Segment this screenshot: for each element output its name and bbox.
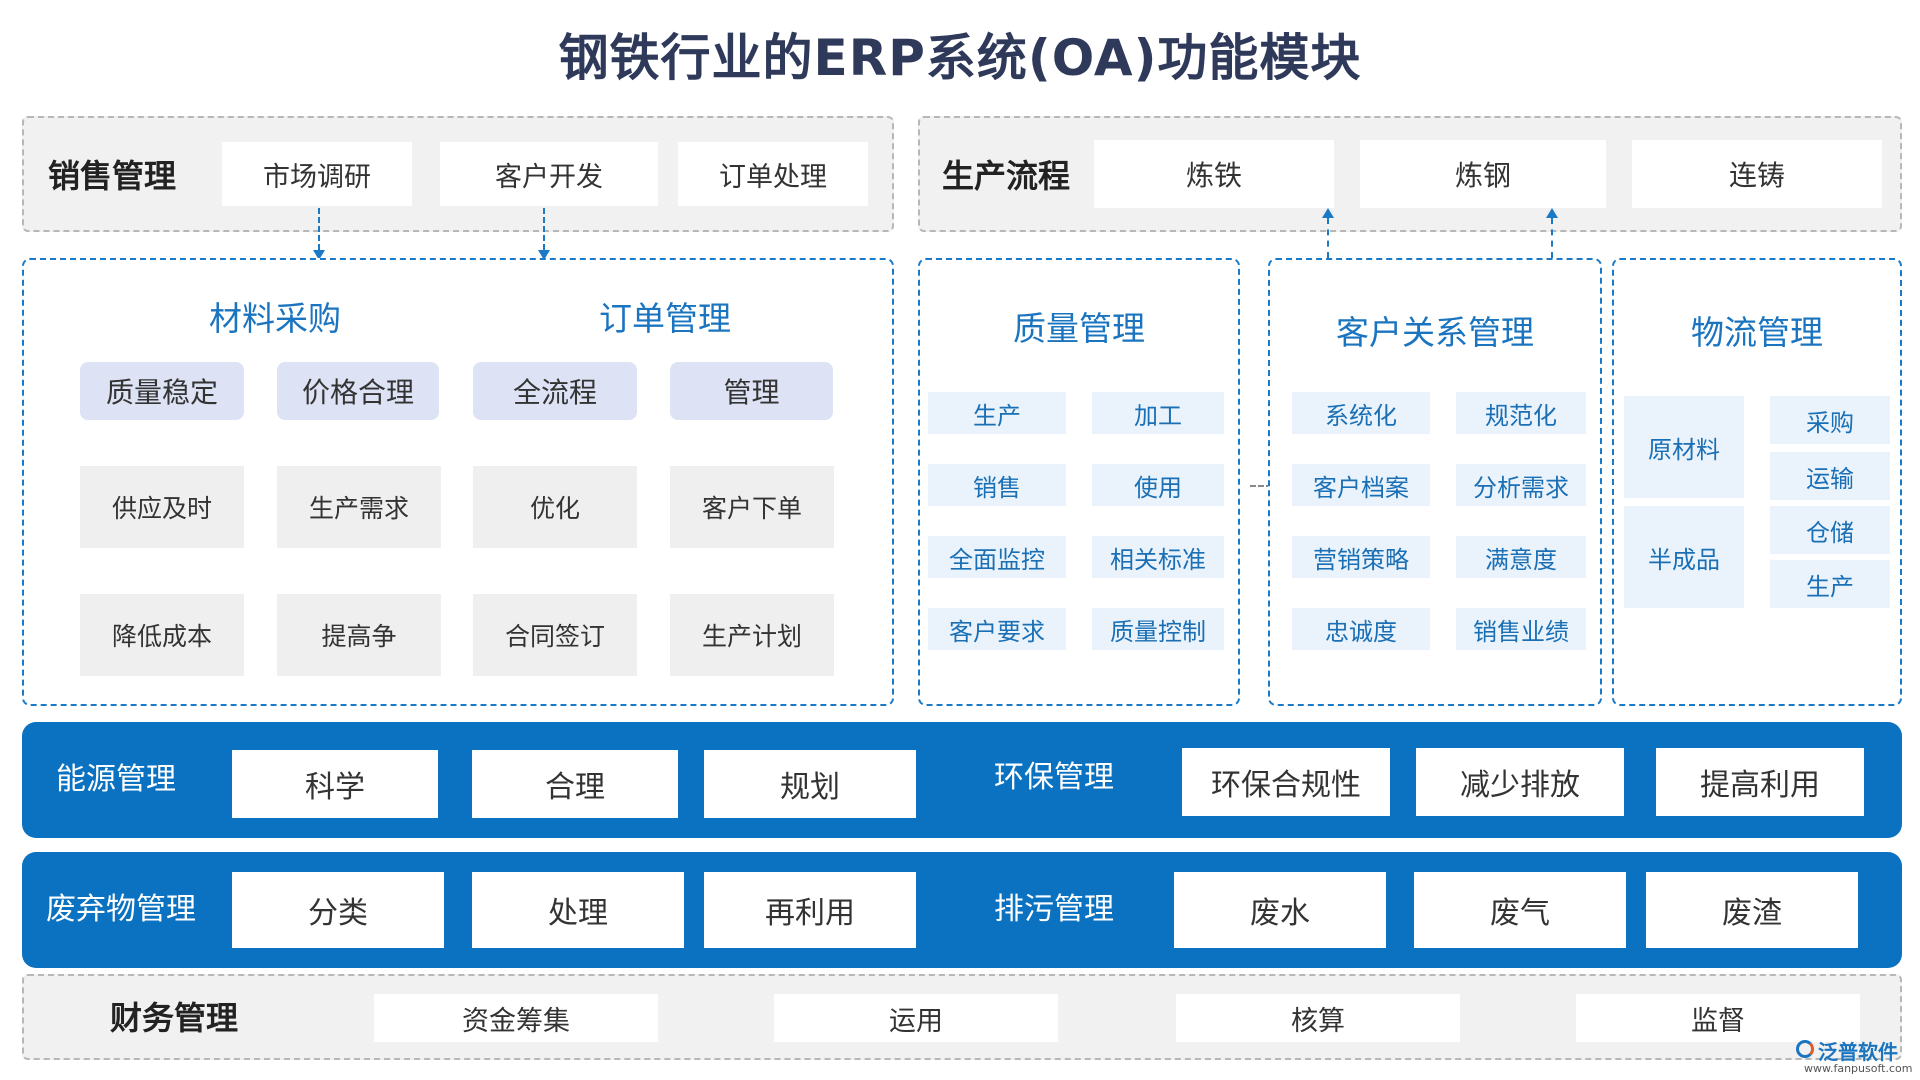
quality-item: 使用 (1092, 464, 1224, 506)
quality-title: 质量管理 (1013, 309, 1145, 348)
crm-item: 分析需求 (1456, 464, 1586, 506)
quality-item: 质量控制 (1092, 608, 1224, 650)
logistics-step: 生产 (1770, 560, 1890, 608)
procurement-item: 降低成本 (80, 594, 244, 676)
crm-item: 忠诚度 (1292, 608, 1430, 650)
logistics-title: 物流管理 (1691, 313, 1823, 352)
pollution-item: 废水 (1174, 872, 1386, 948)
finance-item: 运用 (774, 994, 1058, 1042)
quality-item: 销售 (928, 464, 1066, 506)
finance-item: 资金筹集 (374, 994, 658, 1042)
pollution-label: 排污管理 (994, 892, 1114, 927)
arrow-up-icon (1322, 208, 1334, 218)
crm-item: 系统化 (1292, 392, 1430, 434)
waste-item: 再利用 (704, 872, 916, 948)
waste-item: 分类 (232, 872, 444, 948)
environment-item: 减少排放 (1416, 748, 1624, 816)
procurement-item: 生产需求 (277, 466, 441, 548)
arrow-down-icon (313, 250, 325, 260)
production-label: 生产流程 (942, 157, 1071, 195)
environment-item: 环保合规性 (1182, 748, 1390, 816)
environment-label: 环保管理 (994, 760, 1114, 795)
logistics-step: 仓储 (1770, 506, 1890, 554)
brand-url: www.fanpusoft.com (1804, 1062, 1913, 1075)
connector-line (1250, 485, 1272, 487)
crm-title: 客户关系管理 (1336, 313, 1534, 352)
procurement-item: 提高争 (277, 594, 441, 676)
brand-logo: 泛普软件 www.fanpusoft.com (1796, 1036, 1916, 1078)
finance-item: 监督 (1576, 994, 1860, 1042)
sales-item: 订单处理 (678, 142, 868, 206)
connector-line (1551, 218, 1553, 258)
logistics-step: 运输 (1770, 452, 1890, 500)
sales-label: 销售管理 (48, 157, 177, 195)
production-item: 炼钢 (1360, 140, 1606, 208)
pollution-item: 废渣 (1646, 872, 1858, 948)
page-title: 钢铁行业的ERP系统(OA)功能模块 (558, 29, 1362, 87)
logistics-stage: 原材料 (1624, 396, 1744, 498)
procurement-item: 合同签订 (473, 594, 637, 676)
finance-item: 核算 (1176, 994, 1460, 1042)
connector-line (318, 208, 320, 250)
procurement-tag: 质量稳定 (80, 362, 244, 420)
logistics-step: 采购 (1770, 396, 1890, 444)
material-procurement-title: 材料采购 (209, 299, 341, 338)
procurement-item: 客户下单 (670, 466, 834, 548)
procurement-item: 优化 (473, 466, 637, 548)
procurement-tag: 全流程 (473, 362, 637, 420)
energy-label: 能源管理 (56, 762, 176, 797)
quality-item: 客户要求 (928, 608, 1066, 650)
logistics-stage: 半成品 (1624, 506, 1744, 608)
arrow-down-icon (538, 250, 550, 260)
energy-item: 科学 (232, 750, 438, 818)
environment-item: 提高利用 (1656, 748, 1864, 816)
arrow-up-icon (1546, 208, 1558, 218)
production-item: 连铸 (1632, 140, 1882, 208)
waste-label: 废弃物管理 (46, 892, 196, 927)
quality-item: 相关标准 (1092, 536, 1224, 578)
quality-item: 生产 (928, 392, 1066, 434)
order-management-title: 订单管理 (599, 299, 731, 338)
crm-item: 销售业绩 (1456, 608, 1586, 650)
finance-label: 财务管理 (110, 999, 239, 1037)
connector-line (1327, 218, 1329, 258)
brand-name: 泛普软件 (1818, 1040, 1898, 1064)
crm-item: 规范化 (1456, 392, 1586, 434)
waste-item: 处理 (472, 872, 684, 948)
energy-item: 合理 (472, 750, 678, 818)
sales-item: 客户开发 (440, 142, 658, 206)
crm-item: 客户档案 (1292, 464, 1430, 506)
connector-line (543, 208, 545, 250)
procurement-tag: 价格合理 (277, 362, 439, 420)
procurement-tag: 管理 (670, 362, 833, 420)
pollution-item: 废气 (1414, 872, 1626, 948)
energy-item: 规划 (704, 750, 916, 818)
logo-icon (1796, 1040, 1814, 1058)
procurement-item: 供应及时 (80, 466, 244, 548)
procurement-item: 生产计划 (670, 594, 834, 676)
crm-item: 满意度 (1456, 536, 1586, 578)
quality-item: 全面监控 (928, 536, 1066, 578)
production-item: 炼铁 (1094, 140, 1334, 208)
sales-item: 市场调研 (222, 142, 412, 206)
crm-item: 营销策略 (1292, 536, 1430, 578)
quality-item: 加工 (1092, 392, 1224, 434)
